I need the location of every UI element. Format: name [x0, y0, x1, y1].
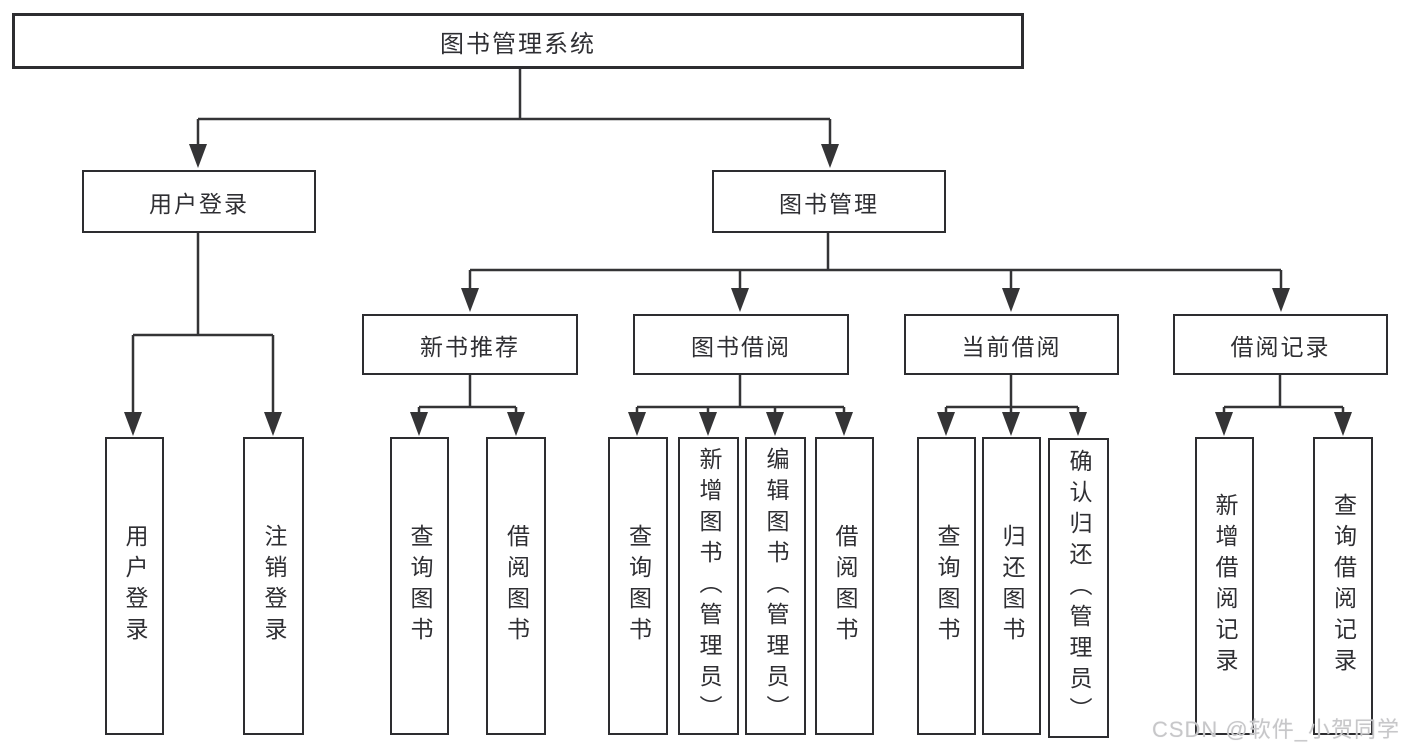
leaf-user-login: 用户登录 [105, 437, 164, 735]
leaf-nbr-query-books: 查询图书 [390, 437, 449, 735]
leaf-logout: 注销登录 [243, 437, 304, 735]
leaf-nbr-borrow-books: 借阅图书 [486, 437, 546, 735]
leaf-label: 用户登录 [122, 524, 148, 648]
leaf-label: 注销登录 [261, 524, 287, 648]
leaf-label: 新增借阅记录 [1212, 493, 1238, 679]
leaf-label: 确认归还（管理员） [1066, 448, 1092, 728]
node-label: 图书管理系统 [440, 30, 596, 58]
node-new-book-recommendation: 新书推荐 [362, 314, 578, 375]
leaf-br-add-record: 新增借阅记录 [1195, 437, 1254, 735]
leaf-label: 查询图书 [934, 524, 960, 648]
leaf-label: 归还图书 [999, 524, 1025, 648]
leaf-label: 查询图书 [407, 524, 433, 648]
node-borrowing-records: 借阅记录 [1173, 314, 1388, 375]
leaf-bb-edit-books-admin: 编辑图书（管理员） [745, 437, 806, 735]
node-user-login: 用户登录 [82, 170, 316, 233]
node-label: 新书推荐 [420, 333, 520, 360]
leaf-label: 借阅图书 [832, 524, 858, 648]
leaf-bb-query-books: 查询图书 [608, 437, 668, 735]
node-label: 用户登录 [149, 190, 249, 217]
leaf-label: 查询借阅记录 [1330, 493, 1357, 679]
leaf-label: 新增图书（管理员） [696, 446, 722, 726]
leaf-label: 编辑图书（管理员） [763, 446, 789, 726]
node-label: 借阅记录 [1230, 333, 1331, 360]
node-label: 图书借阅 [691, 333, 791, 360]
node-label: 当前借阅 [961, 333, 1062, 360]
leaf-cb-confirm-return-admin: 确认归还（管理员） [1048, 438, 1109, 738]
leaf-bb-borrow-books: 借阅图书 [815, 437, 874, 735]
leaf-cb-return-books: 归还图书 [982, 437, 1041, 735]
leaf-br-query-record: 查询借阅记录 [1313, 437, 1373, 735]
leaf-label: 借阅图书 [503, 524, 530, 648]
leaf-cb-query-books: 查询图书 [917, 437, 976, 735]
node-label: 图书管理 [779, 190, 879, 217]
leaf-bb-add-books-admin: 新增图书（管理员） [678, 437, 739, 735]
node-current-borrowing: 当前借阅 [904, 314, 1119, 375]
node-book-management: 图书管理 [712, 170, 946, 233]
leaf-label: 查询图书 [625, 524, 652, 648]
node-book-borrowing: 图书借阅 [633, 314, 849, 375]
node-library-management-system: 图书管理系统 [12, 13, 1024, 69]
